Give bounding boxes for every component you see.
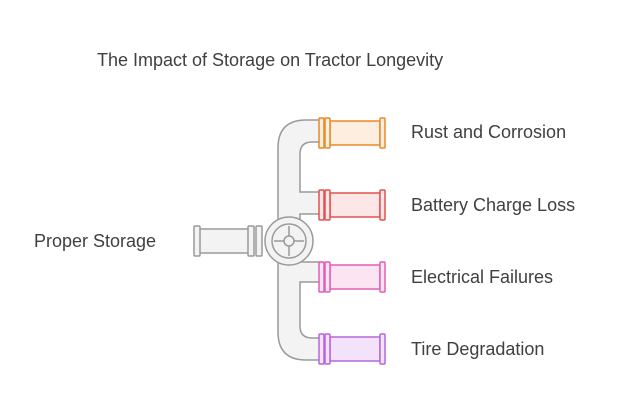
pipe-flange bbox=[324, 117, 331, 149]
pipe-end-cap bbox=[379, 189, 386, 221]
output-label-electrical: Electrical Failures bbox=[411, 267, 554, 287]
pipe-flange bbox=[318, 261, 325, 293]
input-pipe bbox=[193, 225, 263, 257]
output-label-rust: Rust and Corrosion bbox=[411, 122, 567, 142]
pipe-body bbox=[329, 120, 381, 146]
output-pipe-electrical bbox=[318, 261, 386, 293]
pipe-body bbox=[329, 264, 381, 290]
diagram-title: The Impact of Storage on Tractor Longevi… bbox=[97, 50, 444, 70]
output-pipe-rust bbox=[318, 117, 386, 149]
input-label: Proper Storage bbox=[34, 231, 157, 251]
pipe-end-cap bbox=[379, 333, 386, 365]
valve-wheel-icon bbox=[264, 216, 314, 266]
pipe-flange bbox=[318, 189, 325, 221]
pipe-end-cap bbox=[379, 117, 386, 149]
output-label-battery: Battery Charge Loss bbox=[411, 195, 576, 215]
pipe-flange bbox=[324, 189, 331, 221]
pipe-flange bbox=[318, 333, 325, 365]
pipe-body bbox=[329, 192, 381, 218]
pipe-flange bbox=[324, 261, 331, 293]
pipe-flange bbox=[324, 333, 331, 365]
pipe-flange bbox=[318, 117, 325, 149]
pipe-body bbox=[329, 336, 381, 362]
output-pipe-tire bbox=[318, 333, 386, 365]
pipe-end-cap bbox=[379, 261, 386, 293]
output-pipe-battery bbox=[318, 189, 386, 221]
output-label-tire: Tire Degradation bbox=[411, 339, 545, 359]
